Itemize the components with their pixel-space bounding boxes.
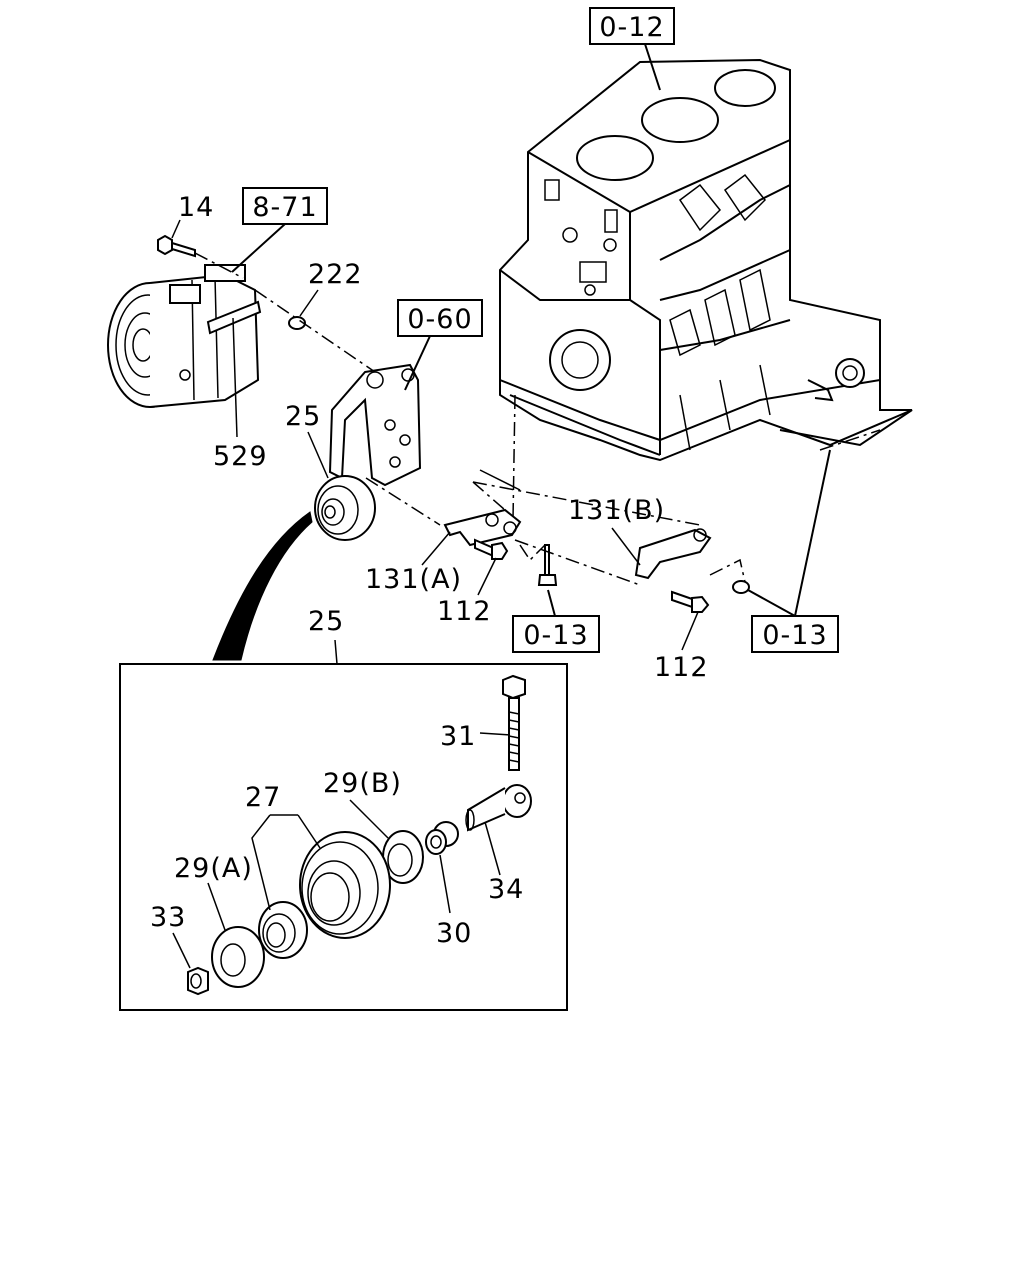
idler-pulley-installed bbox=[314, 475, 376, 541]
ac-compressor bbox=[107, 264, 260, 408]
callout-529: 529 bbox=[213, 441, 268, 472]
bearing-29b bbox=[382, 830, 424, 884]
callout-112a: 112 bbox=[437, 596, 492, 627]
bracket-131b bbox=[634, 528, 712, 580]
stud-bolt bbox=[537, 544, 558, 586]
callouts: 14 222 529 25 131(A) 112 131(B) 112 25 bbox=[171, 192, 709, 683]
pulley bbox=[299, 831, 391, 939]
bolt-31 bbox=[502, 674, 526, 771]
callout-30: 30 bbox=[436, 918, 472, 949]
callout-131a: 131(A) bbox=[365, 564, 462, 595]
callout-14: 14 bbox=[178, 192, 214, 223]
bolt-112a bbox=[474, 538, 509, 560]
ref-label: 0-12 bbox=[599, 12, 664, 43]
reference-leaders bbox=[231, 43, 831, 617]
detail-arrow bbox=[212, 511, 313, 661]
bushing-30 bbox=[425, 821, 459, 855]
washer-29a bbox=[211, 926, 265, 988]
detail-box: 31 27 29(B) 29(A) 33 30 34 bbox=[119, 663, 568, 1011]
plate-529 bbox=[206, 300, 262, 335]
o-ring-222 bbox=[288, 316, 306, 330]
ref-label: 0-60 bbox=[407, 304, 472, 335]
callout-27: 27 bbox=[245, 782, 281, 813]
callout-34: 34 bbox=[488, 874, 524, 905]
ref-0-13-right[interactable]: 0-13 bbox=[751, 615, 839, 653]
bolt-112b bbox=[671, 590, 710, 613]
ref-label: 0-13 bbox=[523, 620, 588, 651]
callout-29b: 29(B) bbox=[323, 768, 402, 799]
callout-112b: 112 bbox=[654, 652, 709, 683]
ref-0-60[interactable]: 0-60 bbox=[397, 299, 483, 337]
callout-25-top: 25 bbox=[285, 401, 321, 432]
callout-222: 222 bbox=[308, 259, 363, 290]
collar-bolt-34 bbox=[465, 784, 532, 832]
ref-0-13-left[interactable]: 0-13 bbox=[512, 615, 600, 653]
engine-block bbox=[499, 58, 913, 462]
callout-33: 33 bbox=[150, 902, 186, 933]
bolt-14 bbox=[157, 234, 196, 258]
callout-131b: 131(B) bbox=[568, 495, 665, 526]
callout-25-detail: 25 bbox=[308, 606, 344, 637]
bracket-assembly bbox=[328, 363, 422, 487]
callout-31: 31 bbox=[440, 721, 476, 752]
bearing-27 bbox=[258, 901, 308, 959]
nut-33 bbox=[187, 966, 209, 996]
ref-0-12[interactable]: 0-12 bbox=[589, 7, 675, 45]
callout-29a: 29(A) bbox=[174, 853, 253, 884]
ref-8-71[interactable]: 8-71 bbox=[242, 187, 328, 225]
nut bbox=[732, 580, 750, 594]
bracket-131a bbox=[443, 508, 522, 547]
ref-label: 0-13 bbox=[762, 620, 827, 651]
ref-label: 8-71 bbox=[252, 192, 317, 223]
assembly-lines bbox=[194, 252, 881, 586]
